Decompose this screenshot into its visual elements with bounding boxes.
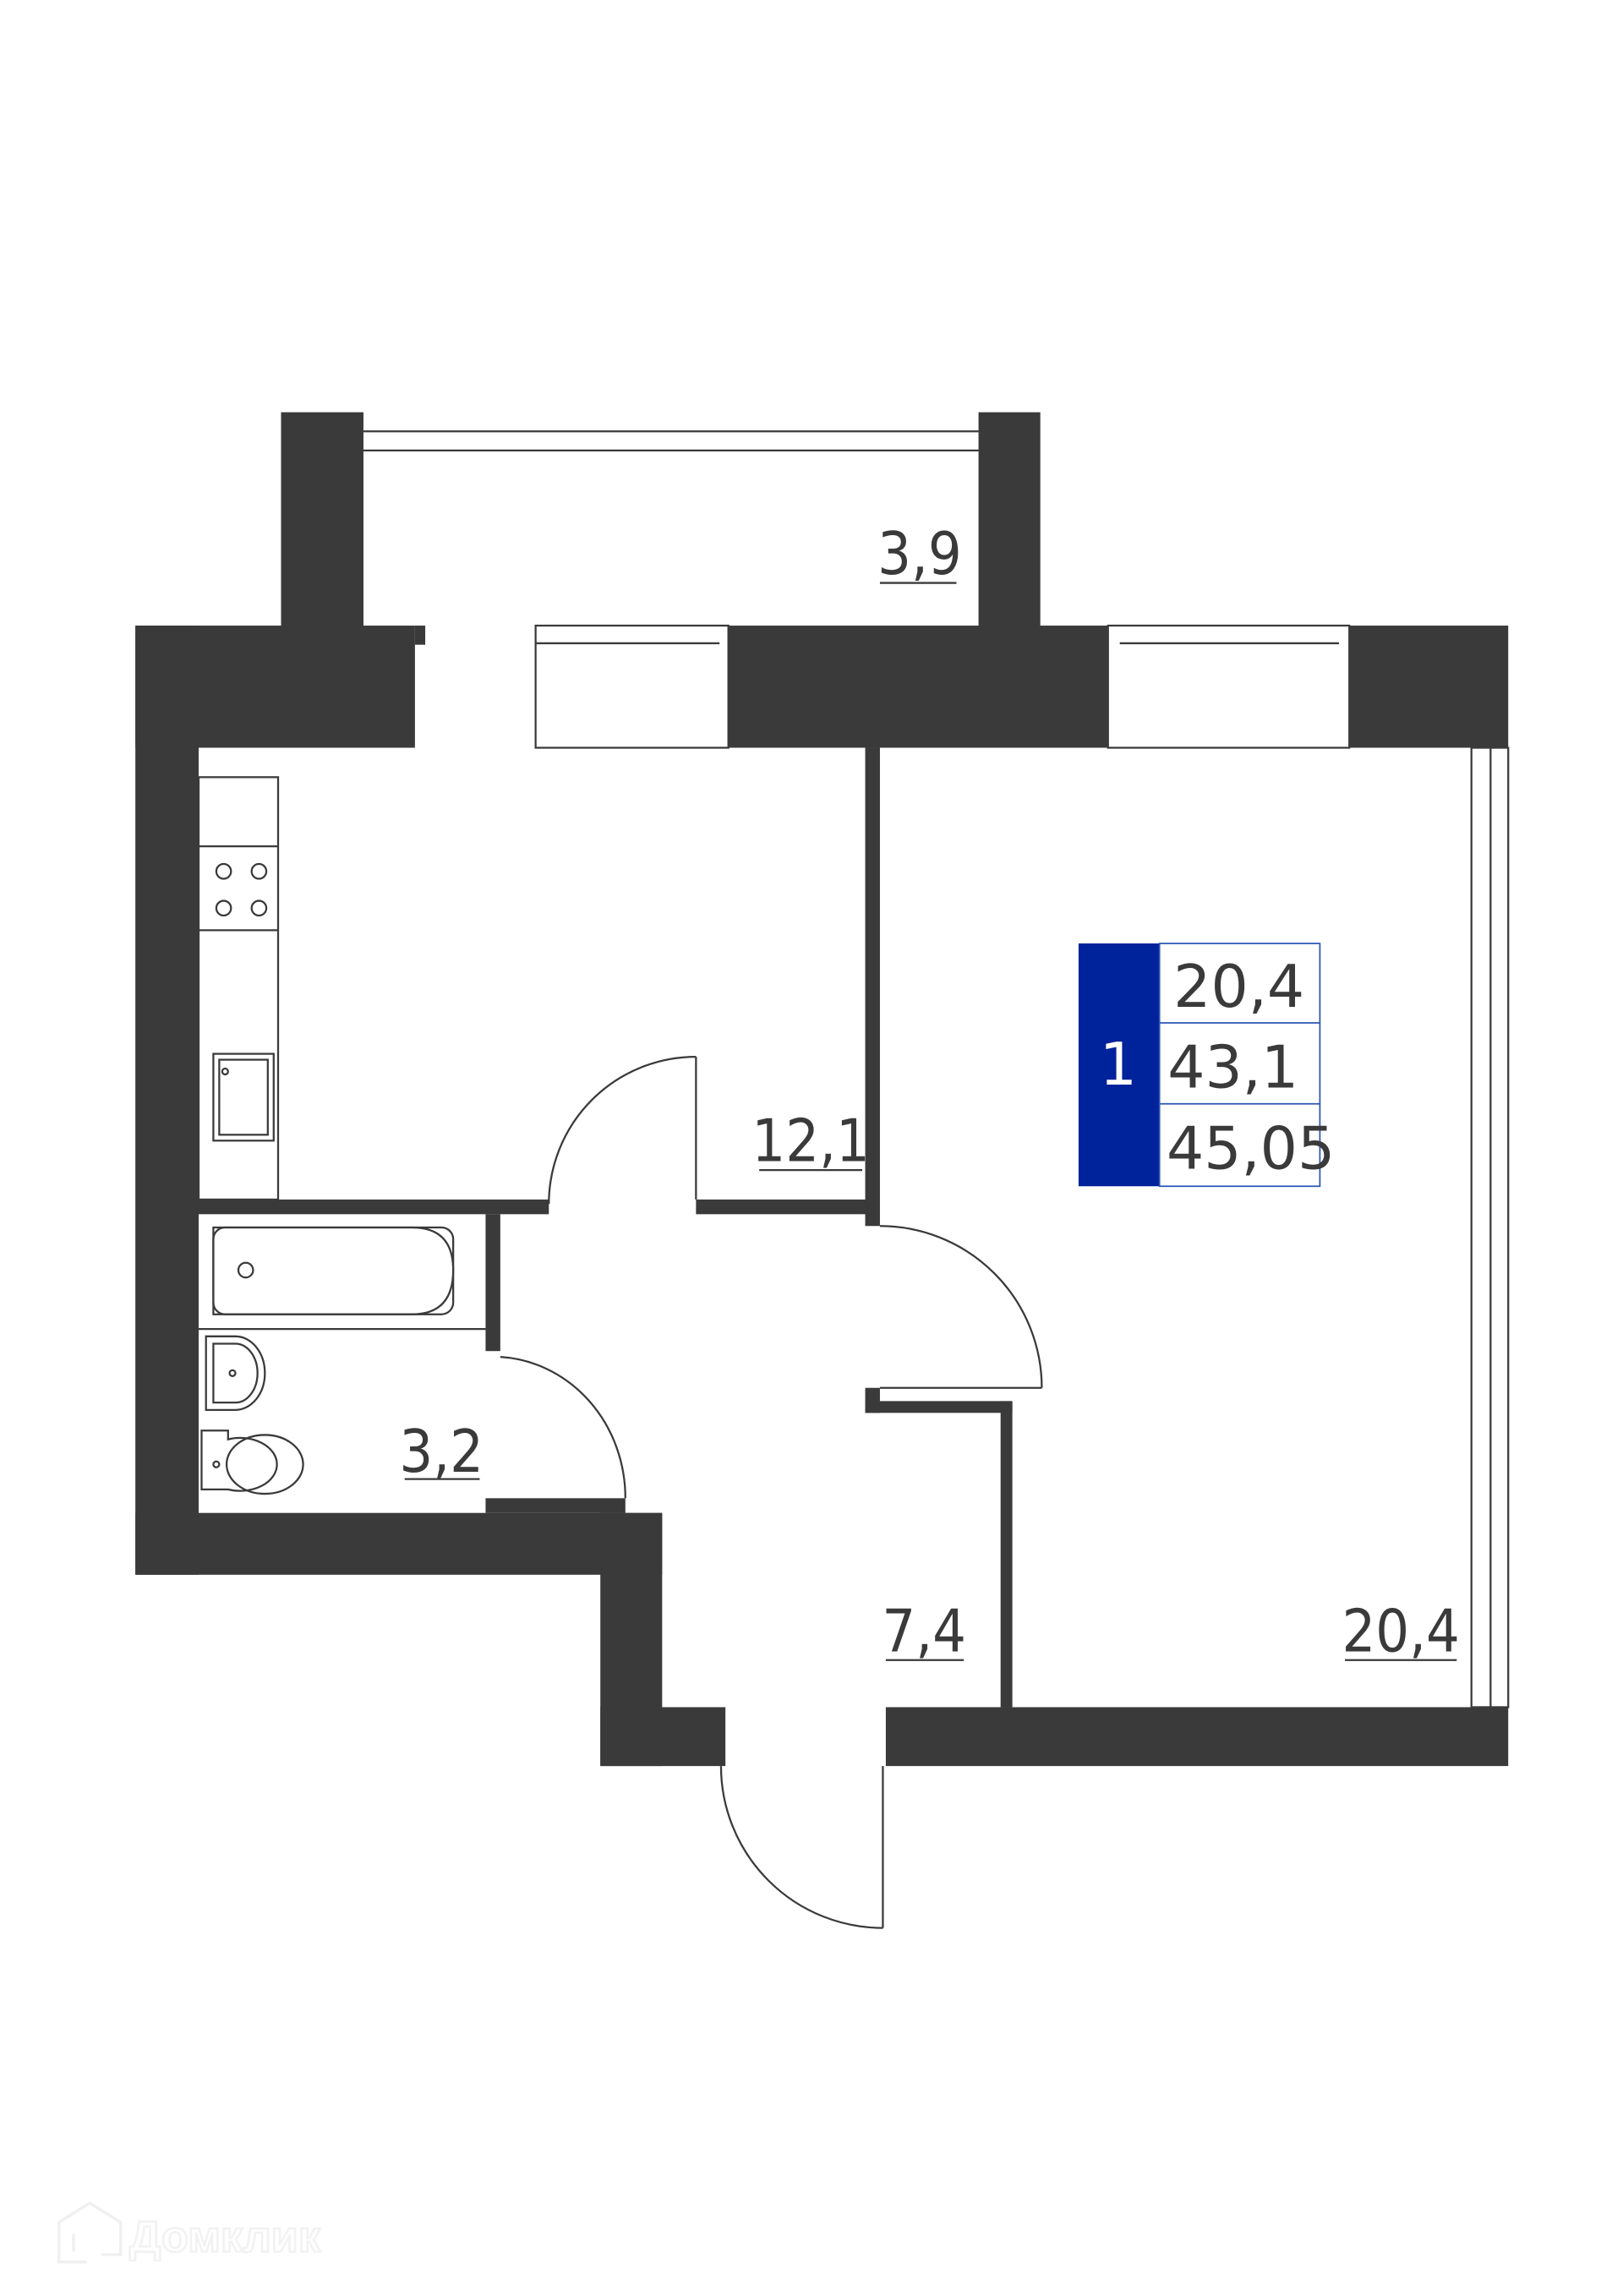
kitchen-area: 12,1: [751, 1107, 869, 1176]
room-labels: 3,9 12,1 3,2 7,4 20,4: [399, 520, 1459, 1665]
info-box: 1 20,4 43,1 45,05: [1078, 943, 1335, 1188]
total-with-balcony: 45,05: [1167, 1114, 1335, 1183]
rooms-count: 1: [1100, 1030, 1137, 1099]
bathroom-area: 3,2: [399, 1418, 484, 1486]
watermark: Домклик: [57, 2201, 322, 2264]
living-room-area: 20,4: [1342, 1597, 1459, 1665]
watermark-text: Домклик: [129, 2213, 321, 2262]
house-logo-icon: [57, 2201, 123, 2264]
walls: [135, 412, 1509, 1767]
doors: [500, 1055, 1043, 1929]
hallway-area: 7,4: [882, 1597, 966, 1665]
living-area: 20,4: [1173, 953, 1304, 1021]
windows-and-fixtures: [197, 430, 1510, 1708]
total-area: 43,1: [1167, 1034, 1298, 1102]
balcony-area: 3,9: [877, 520, 962, 588]
